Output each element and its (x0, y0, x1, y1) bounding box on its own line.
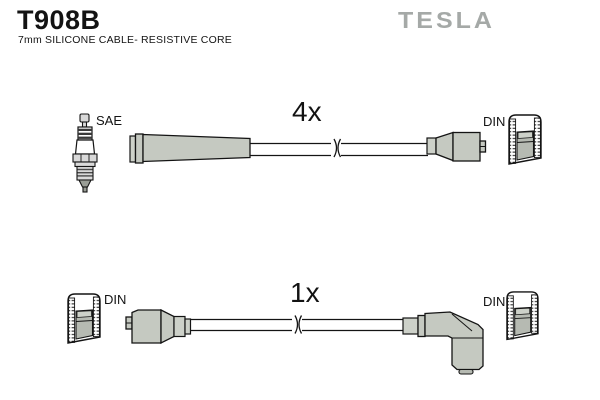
din-socket-section-icon (508, 114, 542, 165)
brand-logo: TESLA (398, 8, 495, 34)
bottom-right-din-terminal-label: DIN (483, 294, 506, 309)
cable-break-icon (294, 315, 303, 334)
cable-break-icon (333, 138, 342, 158)
cable-wire (250, 138, 428, 158)
straight-boot-icon (129, 133, 251, 164)
cable-wire (190, 315, 404, 334)
bottom-cable-assembly (67, 291, 539, 375)
din-socket-section-icon (506, 291, 539, 341)
din-socket-section-icon (67, 293, 101, 344)
spark-plug-icon (72, 113, 98, 193)
top-din-terminal-label: DIN (483, 114, 506, 129)
top-cable-assembly (72, 113, 542, 193)
top-quantity-label: 4x (292, 96, 322, 127)
sae-terminal-label: SAE (96, 113, 123, 128)
din-boot-icon (125, 308, 192, 345)
bottom-left-din-terminal-label: DIN (104, 292, 127, 307)
bottom-quantity-label: 1x (290, 277, 320, 308)
product-subtitle: 7mm SILICONE CABLE- RESISTIVE CORE (18, 34, 232, 46)
din-boot-icon (426, 131, 487, 162)
elbow-boot-icon (402, 311, 484, 375)
part-number: T908B (17, 5, 101, 35)
